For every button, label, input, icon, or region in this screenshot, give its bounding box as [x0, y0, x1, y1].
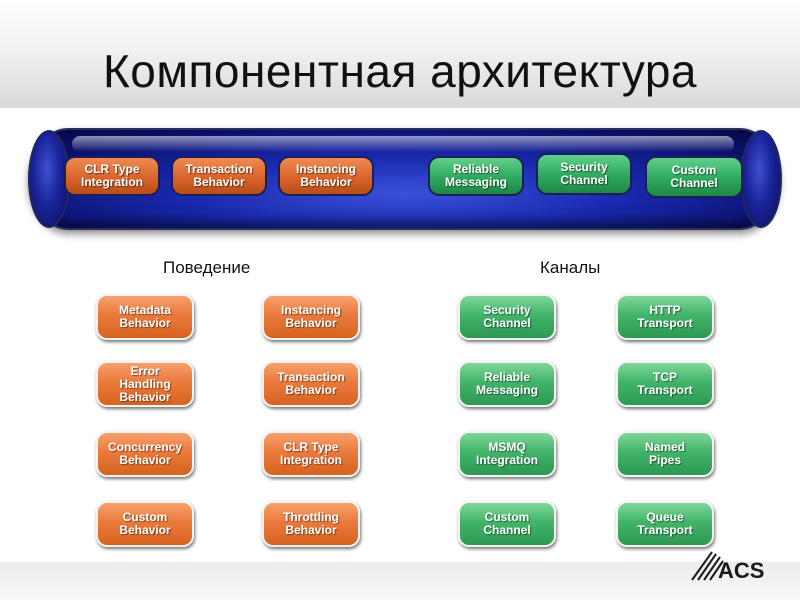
tube-right-cap — [740, 130, 782, 228]
channel-custom[interactable]: Custom Channel — [458, 501, 556, 547]
channel-security[interactable]: Security Channel — [458, 294, 556, 340]
channel-http-transport[interactable]: HTTP Transport — [616, 294, 714, 340]
channel-queue-transport[interactable]: Queue Transport — [616, 501, 714, 547]
behavior-instancing[interactable]: Instancing Behavior — [262, 294, 360, 340]
tube-left-cap — [28, 130, 70, 228]
footer-band — [0, 562, 800, 600]
channels-heading: Каналы — [540, 258, 601, 277]
channel-msmq-integration[interactable]: MSMQ Integration — [458, 431, 556, 477]
tube-item-clr-type-integration[interactable]: CLR Type Integration — [64, 156, 160, 196]
tube-item-transaction-behavior[interactable]: Transaction Behavior — [171, 156, 267, 196]
behavior-transaction[interactable]: Transaction Behavior — [262, 361, 360, 407]
tube-highlight — [72, 136, 734, 152]
header-band — [0, 0, 800, 108]
channel-reliable-messaging[interactable]: Reliable Messaging — [458, 361, 556, 407]
tube-item-reliable-messaging[interactable]: Reliable Messaging — [428, 156, 524, 196]
tube-item-custom-channel[interactable]: Custom Channel — [645, 156, 743, 198]
behavior-metadata[interactable]: Metadata Behavior — [96, 294, 194, 340]
behavior-concurrency[interactable]: Concurrency Behavior — [96, 431, 194, 477]
tube-item-security-channel[interactable]: Security Channel — [536, 153, 632, 195]
behaviors-heading: Поведение — [163, 258, 251, 277]
acs-logo-icon: ACS — [691, 551, 764, 582]
channel-tcp-transport[interactable]: TCP Transport — [616, 361, 714, 407]
channel-named-pipes[interactable]: Named Pipes — [616, 431, 714, 477]
behavior-error-handling[interactable]: Error Handling Behavior — [96, 361, 194, 407]
tube-item-instancing-behavior[interactable]: Instancing Behavior — [278, 156, 374, 196]
behavior-custom[interactable]: Custom Behavior — [96, 501, 194, 547]
behavior-throttling[interactable]: Throttling Behavior — [262, 501, 360, 547]
behavior-clr-type-integration[interactable]: CLR Type Integration — [262, 431, 360, 477]
logo-text: ACS — [718, 558, 764, 582]
page-title: Компонентная архитектура — [103, 45, 697, 97]
